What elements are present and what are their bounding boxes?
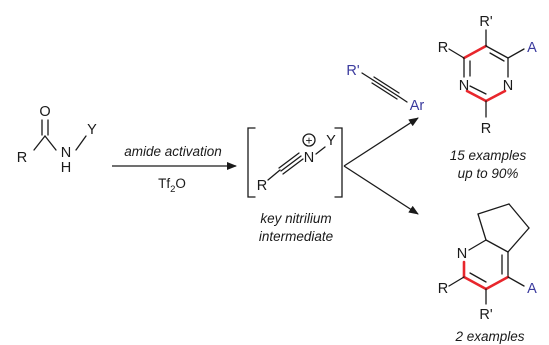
left-bracket <box>247 127 256 198</box>
pyrimidine-a-label: A <box>527 40 537 56</box>
pyridine-r-prime-label: R' <box>479 307 492 323</box>
pyridine-n-label: N <box>457 246 467 262</box>
positive-charge-circle <box>302 133 316 147</box>
nitrilium-r-label: R <box>257 178 267 194</box>
pyridine-bond-c4-c5 <box>484 275 510 291</box>
nitrilium-y-label: Y <box>326 133 336 149</box>
amide-y-group-label: Y <box>87 122 97 138</box>
pyridine-caption: 2 examples <box>454 329 524 344</box>
amide-hydrogen-label: H <box>61 160 71 176</box>
pyrimidine-r-prime-label: R' <box>479 14 492 30</box>
alkyne-aryl-label: Ar <box>410 98 425 114</box>
condition-reagent: Tf2O <box>158 176 186 195</box>
intermediate-caption-line2: intermediate <box>259 229 333 244</box>
condition-amide-activation: amide activation <box>124 144 222 159</box>
pyrimidine-n-right-label: N <box>503 78 513 94</box>
pyridine-product: N R A R' 2 examples <box>438 203 537 344</box>
activation-step: amide activation Tf2O <box>112 144 237 195</box>
pyrimidine-r-left-label: R <box>438 40 448 56</box>
pyrimidine-r-bottom-label: R <box>481 121 491 137</box>
pyrimidine-bond-c4-c5 <box>462 44 488 60</box>
pyrimidine-bond-n-c2-right <box>484 89 507 103</box>
arrow-to-pyridine <box>343 165 419 215</box>
alkyne-reagent: R' Ar <box>346 63 424 114</box>
pyrimidine-caption-line1: 15 examples <box>450 148 527 163</box>
nitrilium-intermediate: R N + Y key nitrilium intermediate <box>247 127 343 244</box>
pyrimidine-caption-line2: up to 90% <box>458 166 519 181</box>
positive-charge-label: + <box>305 134 312 148</box>
pyrimidine-bond-c2-n-left <box>465 89 488 103</box>
nitrilium-nitrogen-label: N <box>304 150 314 166</box>
intermediate-caption-line1: key nitrilium <box>260 211 331 226</box>
right-bracket <box>334 127 343 198</box>
pyrimidine-product: R' R A N N R 15 examples up to 90% <box>438 14 537 181</box>
pyridine-r-label: R <box>438 281 448 297</box>
pyridine-bond-c5-c6 <box>462 275 488 291</box>
amide-r-group-label: R <box>17 150 27 166</box>
amide-nitrogen-label: N <box>61 145 71 161</box>
pyridine-a-label: A <box>527 281 537 297</box>
arrow-to-pyrimidine <box>343 117 419 167</box>
alkyne-r-prime-label: R' <box>346 63 359 79</box>
pyrimidine-n-left-label: N <box>459 78 469 94</box>
amide-oxygen-label: O <box>39 104 50 120</box>
amide-reactant: O R N H Y <box>17 104 97 176</box>
